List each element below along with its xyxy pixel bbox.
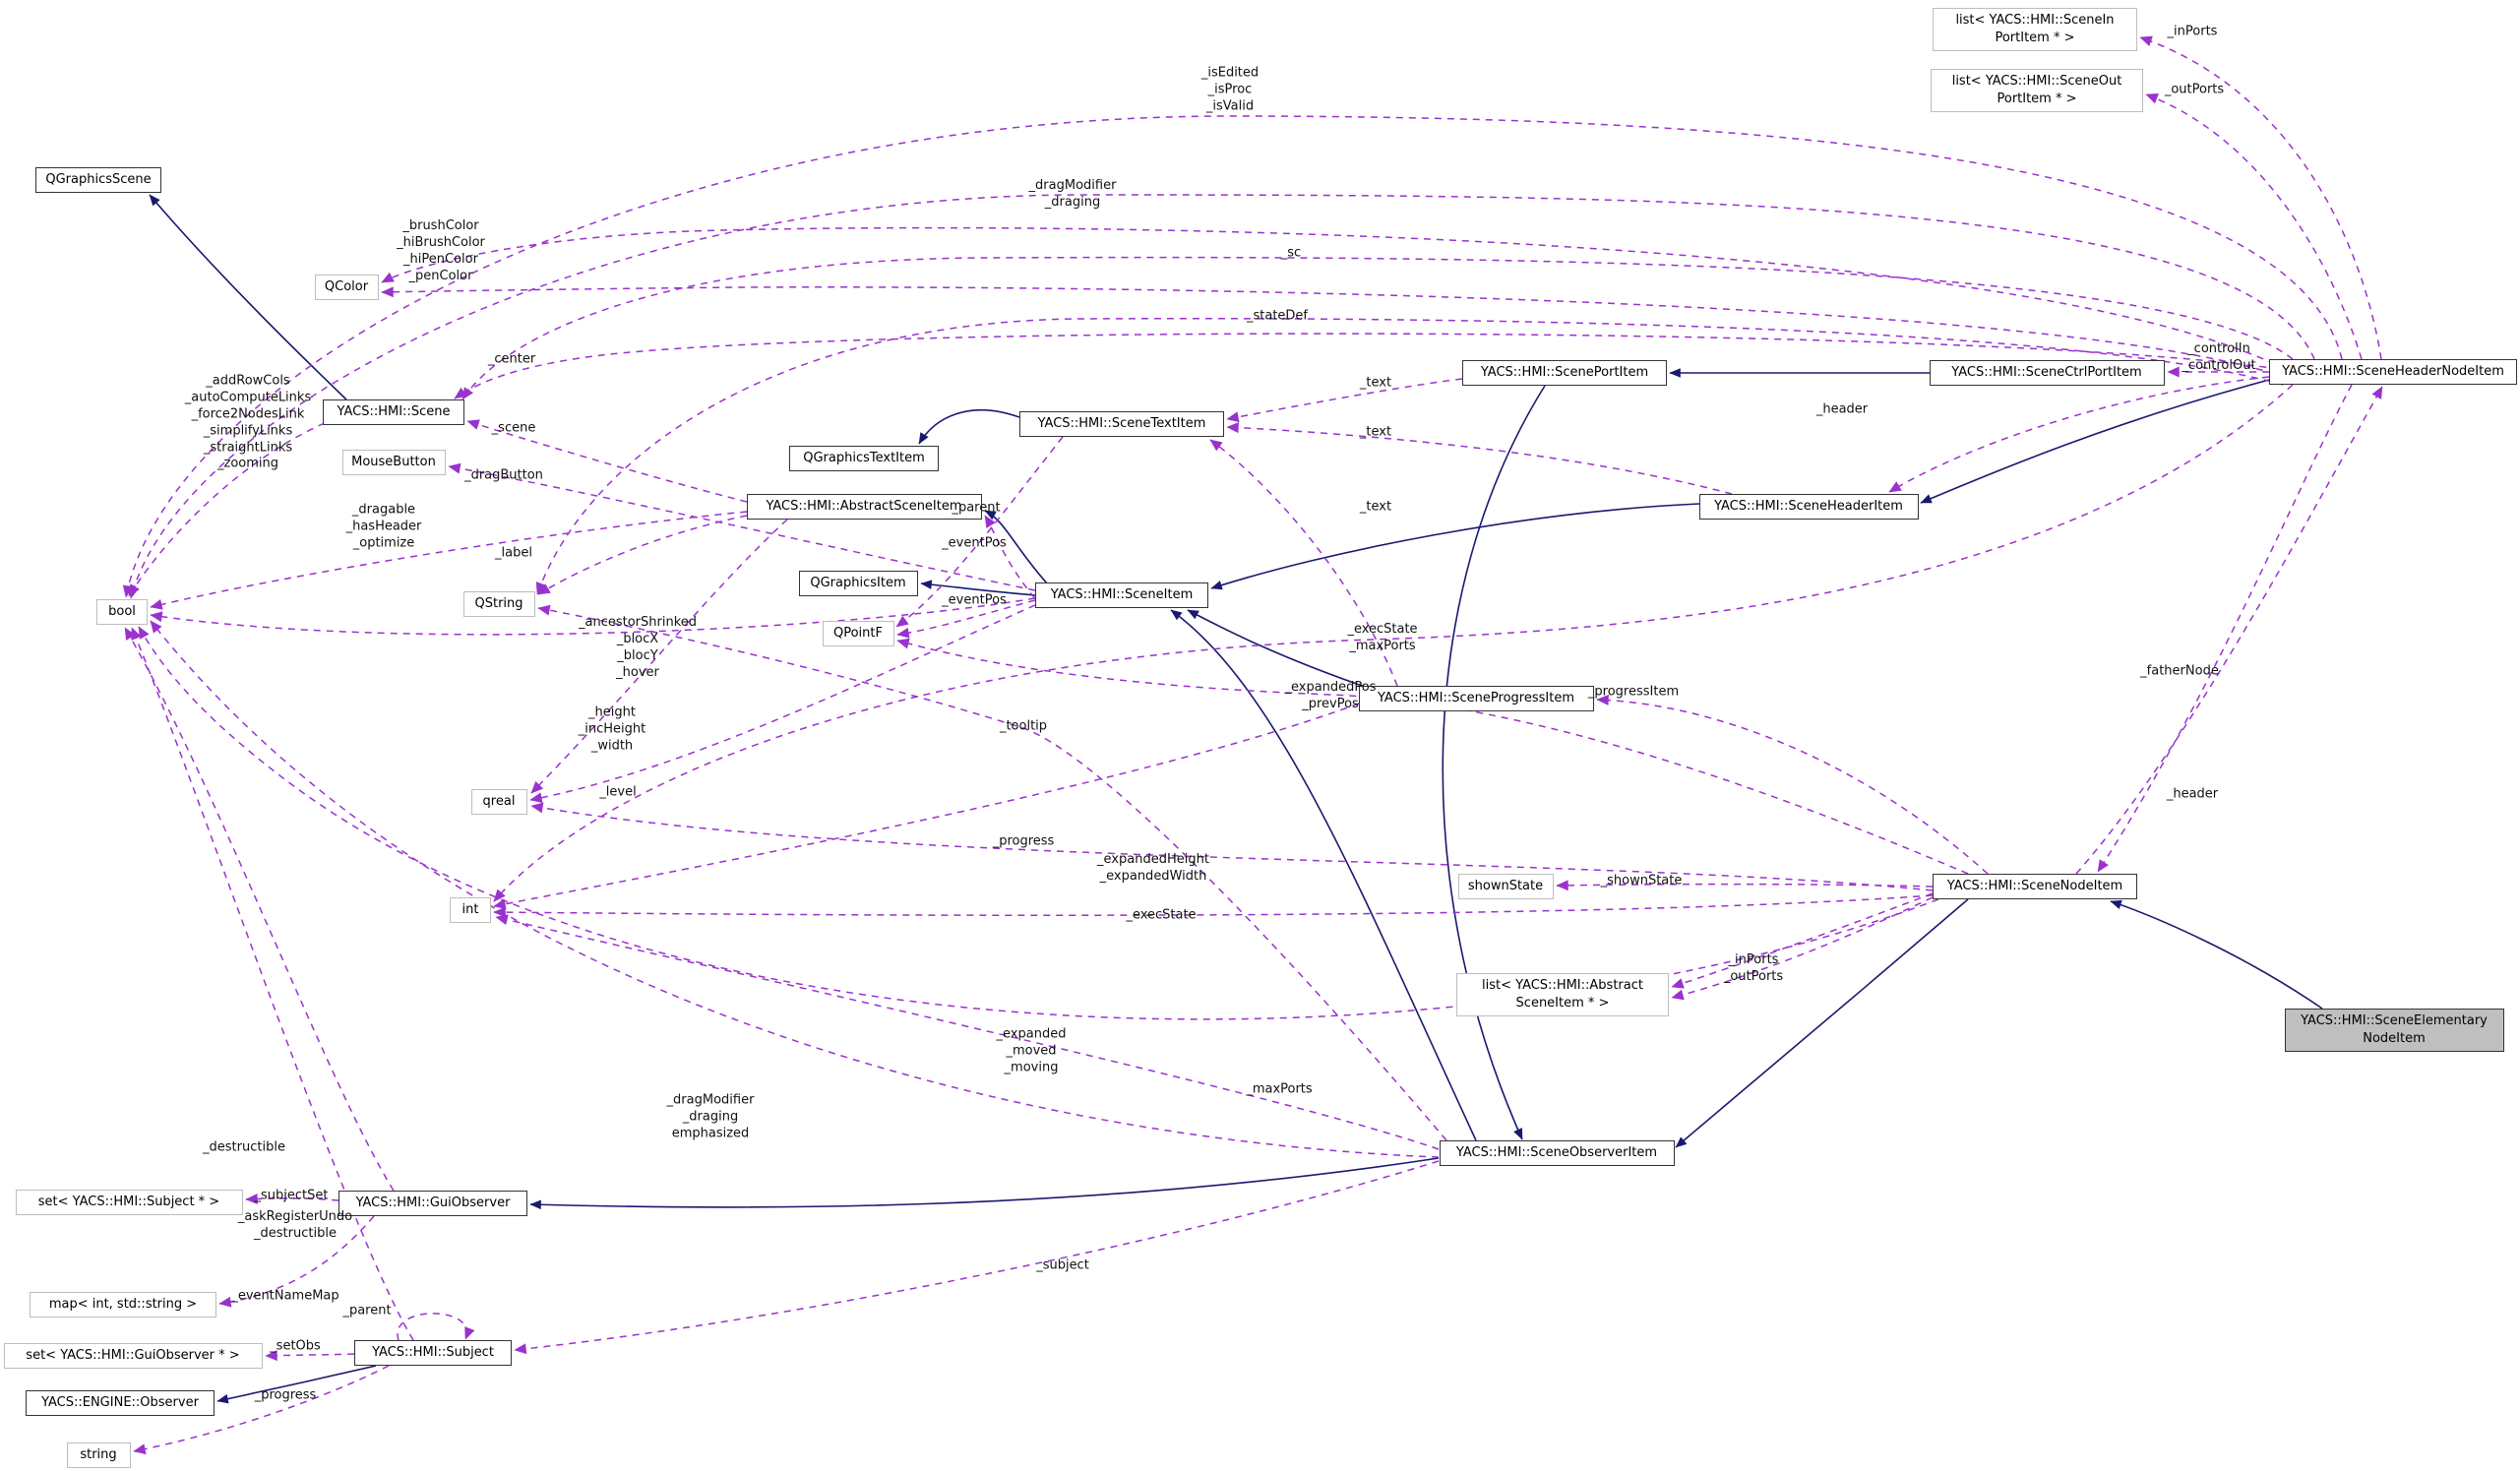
usage-edge [128,422,326,597]
class-node-scenenodeitem[interactable]: YACS::HMI::SceneNodeItem [1933,874,2137,899]
class-node-qreal: qreal [470,789,527,815]
class-node-qgraphicsitem[interactable]: QGraphicsItem [798,571,918,596]
usage-edge [495,914,1440,1150]
inheritance-edge [1170,609,1477,1141]
usage-edge [896,599,1036,639]
inheritance-edge [1210,503,1700,590]
usage-edge [138,626,1939,1020]
inheritance-edge [149,194,347,400]
class-node-listabstract: list< YACS::HMI::Abstract SceneItem * > [1456,973,1669,1016]
usage-edge [265,1350,355,1362]
usage-edge [131,627,414,1341]
usage-edge [1226,422,1733,495]
class-node-shownstate: shownState [1457,874,1554,899]
class-node-sceneitem[interactable]: YACS::HMI::SceneItem [1035,582,1208,608]
class-node-scene[interactable]: YACS::HMI::Scene [323,399,464,425]
class-node-guiobserver[interactable]: YACS::HMI::GuiObserver [338,1191,527,1216]
usage-edge [2097,384,2353,873]
usage-edge [514,1160,1440,1355]
inheritance-edge [984,510,1049,585]
class-node-mapint: map< int, std::string > [30,1292,216,1318]
usage-edge [896,638,1969,875]
usage-edge [984,515,1044,609]
class-node-bool: bool [96,599,148,625]
inheritance-edge [1442,385,1546,1140]
class-node-sceneheaderitem[interactable]: YACS::HMI::SceneHeaderItem [1698,494,1919,520]
usage-edge [454,333,2280,399]
usage-edge [381,226,2276,365]
usage-edge [493,894,1934,918]
usage-edge [133,1365,390,1455]
usage-edge [2145,93,2363,360]
usage-edge [150,597,1036,636]
usage-edge [128,194,2315,599]
usage-edge [2139,35,2382,360]
class-node-listoutport: list< YACS::HMI::SceneOut PortItem * > [1931,69,2143,112]
class-node-scenetextitem[interactable]: YACS::HMI::SceneTextItem [1019,411,1224,437]
class-node-abstractsceneitem[interactable]: YACS::HMI::AbstractSceneItem [746,494,982,520]
usage-edge [150,511,748,610]
inheritance-edge [216,1365,377,1404]
inheritance-edge [918,409,1020,445]
usage-edge [461,256,2294,400]
usage-edge [493,703,1360,910]
usage-edge [537,604,1447,1141]
usage-edge [245,1193,339,1204]
usage-edge [1209,439,1398,687]
usage-edge [535,317,2284,595]
inheritance-edge [1675,898,1969,1148]
usage-edge [381,286,2276,375]
class-node-qstring: QString [462,591,535,617]
usage-edge [150,620,1440,1158]
usage-edge [1596,695,1989,875]
class-node-scenectrlportitem[interactable]: YACS::HMI::SceneCtrlPortItem [1929,360,2165,386]
class-node-setsubject: set< YACS::HMI::Subject * > [15,1190,243,1215]
usage-edge [122,115,2343,598]
class-node-qpointf: QPointF [822,621,894,646]
usage-edge [397,1313,475,1341]
inheritance-edge [920,580,1036,596]
class-node-sceneportitem[interactable]: YACS::HMI::ScenePortItem [1462,360,1667,386]
class-node-listinport: list< YACS::HMI::SceneIn PortItem * > [1933,8,2137,51]
class-node-setguiobserver: set< YACS::HMI::GuiObserver * > [3,1343,263,1369]
usage-edge [218,1215,375,1308]
usage-edge [493,384,2294,902]
inheritance-edge [2110,899,2323,1010]
class-node-sceneprogressitem[interactable]: YACS::HMI::SceneProgressItem [1358,686,1594,711]
class-node-qgraphicsscene[interactable]: QGraphicsScene [35,167,161,193]
class-node-sceneobserveritem[interactable]: YACS::HMI::SceneObserverItem [1439,1140,1675,1166]
class-node-subject[interactable]: YACS::HMI::Subject [354,1340,512,1366]
usage-edge [1888,376,2270,493]
usage-edge [1671,892,1934,989]
class-node-string: string [66,1442,131,1468]
usage-edge [530,802,1934,891]
class-node-mousebutton: MouseButton [341,450,446,475]
usage-edge [1671,896,1934,1001]
usage-edge [466,419,748,503]
usage-edge [2075,386,2383,875]
usage-edge [124,627,395,1192]
usage-edge [530,519,788,794]
usage-edge [1226,378,1463,423]
usage-edge [1556,880,1934,891]
class-node-engineobserver[interactable]: YACS::ENGINE::Observer [26,1390,215,1416]
inheritance-edge [1187,609,1372,690]
class-node-int: int [450,897,491,923]
class-node-qgraphicstextitem[interactable]: QGraphicsTextItem [789,446,939,471]
usage-edge [537,515,748,595]
inheritance-edge [1920,379,2270,504]
usage-edge [529,604,1036,804]
class-node-qcolor: QColor [314,275,379,300]
usage-edge [448,462,1036,591]
class-node-sceneelementarynodeitem: YACS::HMI::SceneElementary NodeItem [2284,1009,2504,1052]
class-node-sceneheadernodeitem[interactable]: YACS::HMI::SceneHeaderNodeItem [2269,359,2517,385]
inheritance-edge [529,1157,1440,1210]
